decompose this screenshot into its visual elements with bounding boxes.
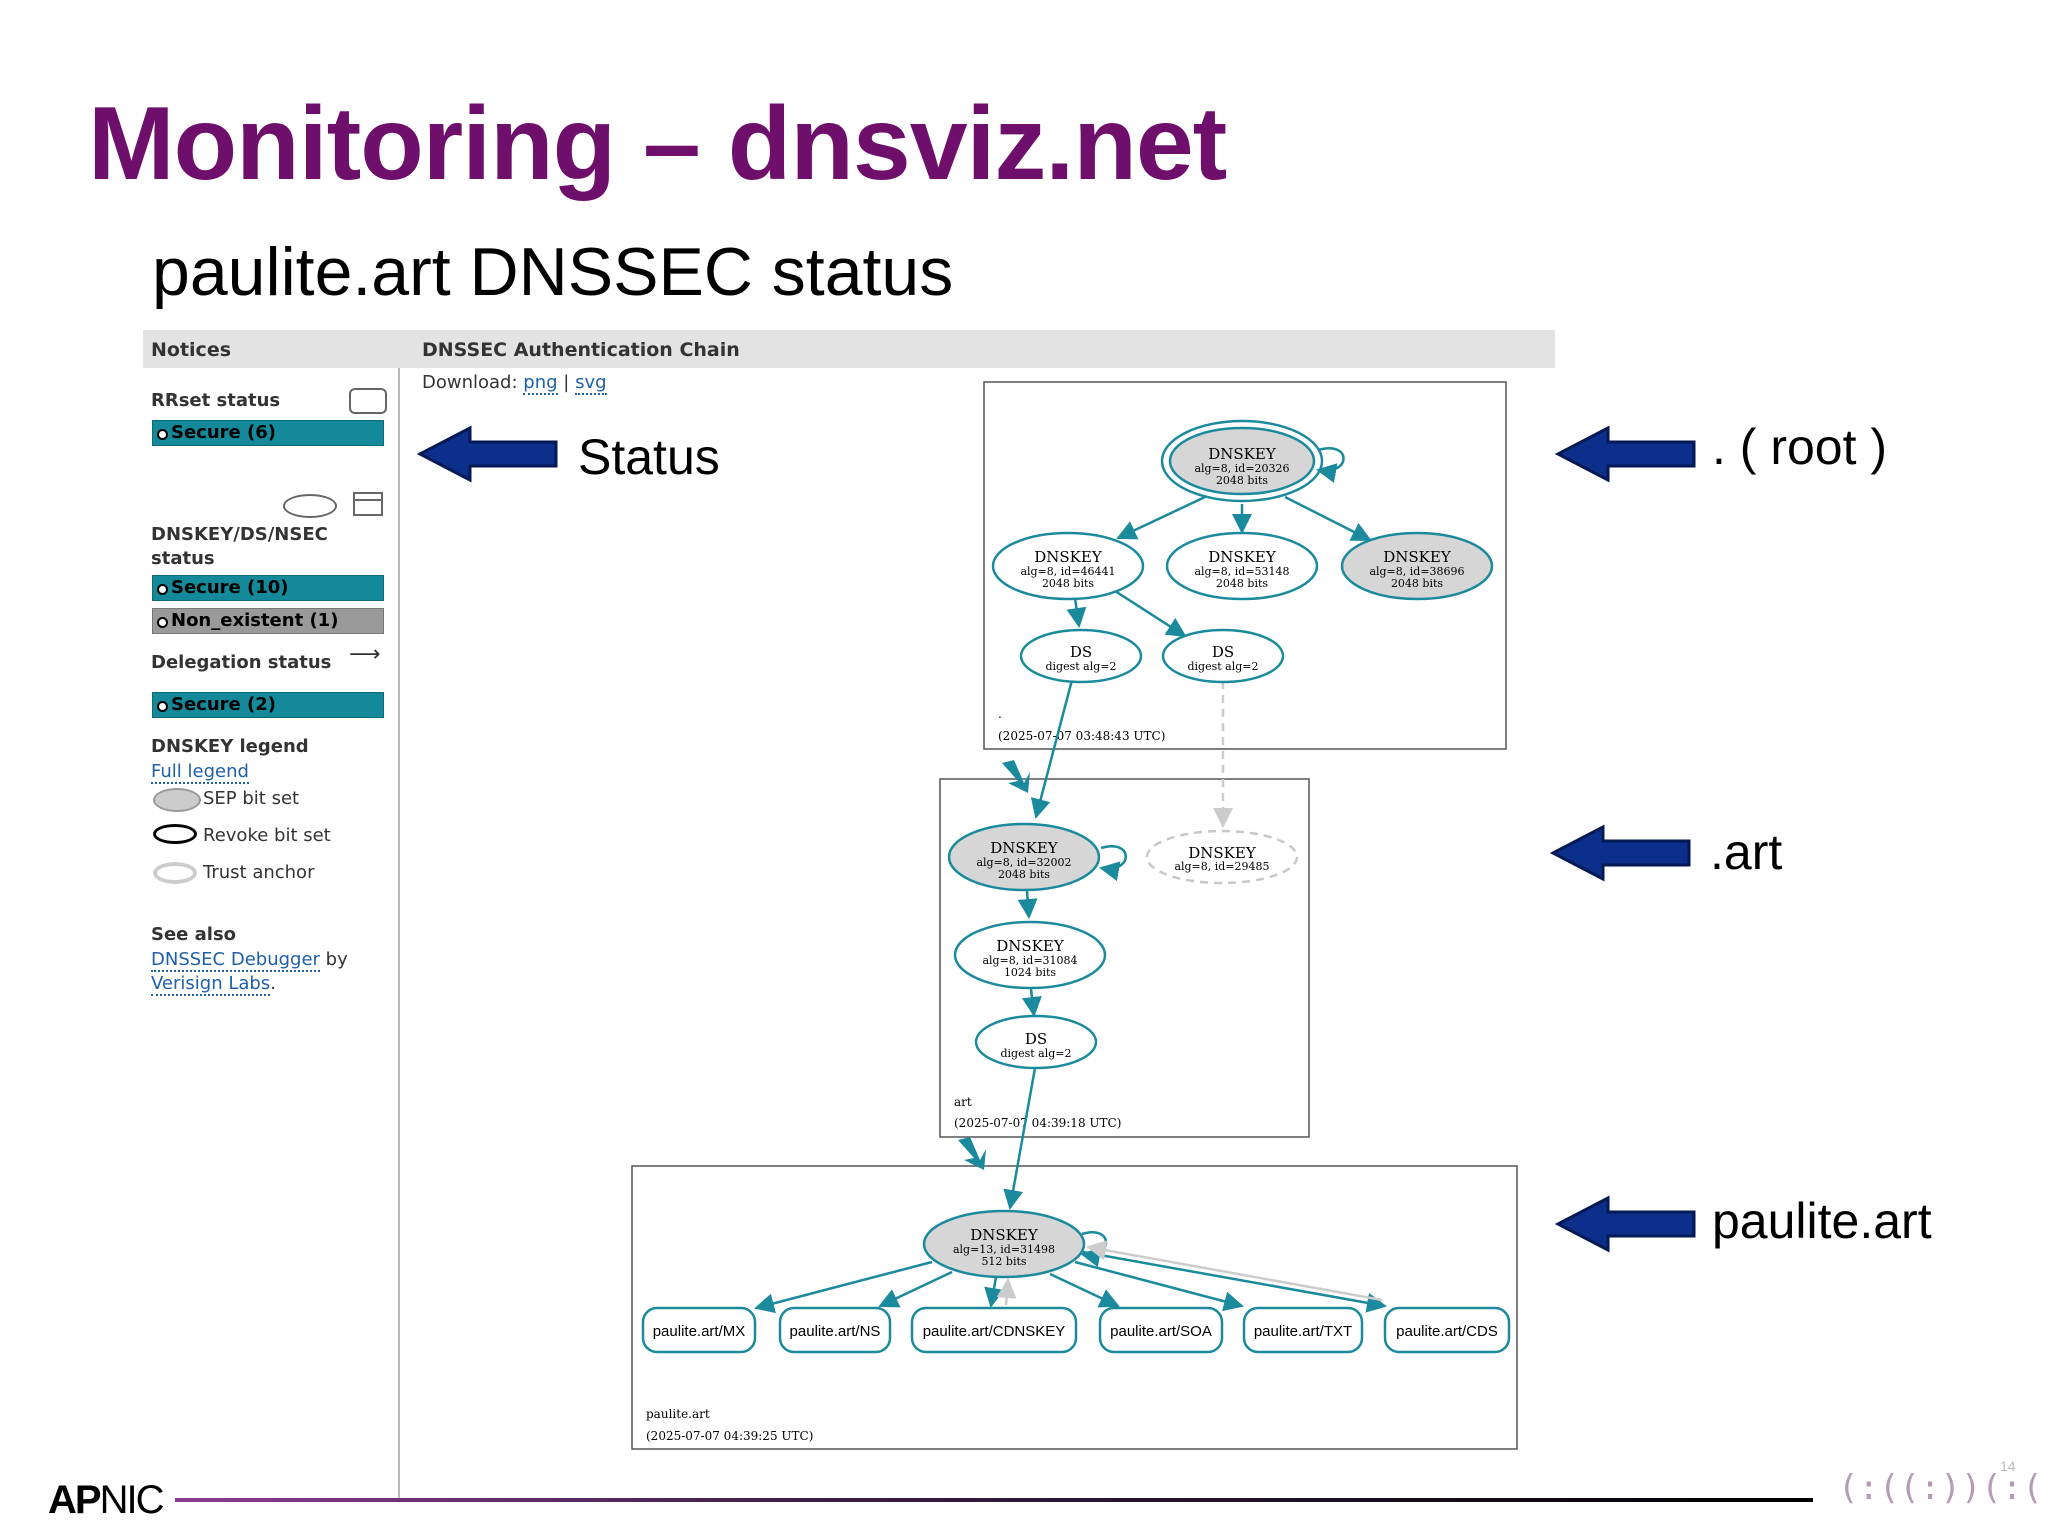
notices-header: Notices [151, 339, 232, 361]
dnssec-debugger-link[interactable]: DNSSEC Debugger [151, 949, 320, 972]
slide-subtitle: paulite.art DNSSEC status [152, 234, 954, 310]
download-svg-link[interactable]: svg [575, 372, 607, 395]
dnskey-nonexistent-badge[interactable]: Non_existent (1) [152, 608, 384, 634]
download-label: Download: [422, 372, 518, 393]
download-row: Download: png | svg [422, 372, 607, 395]
trust-anchor-icon [153, 862, 197, 884]
download-separator: | [563, 372, 570, 393]
dnskey-legend-title: DNSKEY legend [151, 736, 309, 757]
download-png-link[interactable]: png [523, 372, 558, 395]
footer-rule [175, 1498, 1813, 1502]
apnic-logo-rest: NIC [99, 1478, 165, 1522]
full-legend-link[interactable]: Full legend [151, 761, 249, 784]
table-shape-icon [353, 492, 383, 516]
verisign-labs-link[interactable]: Verisign Labs [151, 973, 271, 996]
rrset-shape-icon [349, 388, 387, 414]
delegation-secure-badge[interactable]: Secure (2) [152, 692, 384, 718]
revoke-bit-label: Revoke bit set [203, 825, 331, 846]
slide-title: Monitoring – dnsviz.net [88, 86, 1227, 202]
ellipse-shape-icon [283, 494, 337, 518]
panel-header: Notices DNSSEC Authentication Chain [143, 330, 1555, 368]
dnskey-status-title-1: DNSKEY/DS/NSEC [151, 524, 328, 545]
chain-header: DNSSEC Authentication Chain [422, 339, 740, 361]
see-also-line-2: Verisign Labs. [151, 973, 276, 996]
notices-sidebar: RRset status Secure (6) DNSKEY/DS/NSEC s… [143, 368, 400, 1500]
debugger-by: by [319, 949, 348, 970]
sep-bit-icon [153, 788, 201, 812]
arrow-right-icon: ⟶ [349, 642, 381, 667]
verisign-dot: . [270, 973, 276, 994]
art-annotation: .art [1710, 824, 1783, 880]
paulite-arrow [1554, 1195, 1696, 1253]
paulite-annotation: paulite.art [1712, 1193, 1932, 1249]
rrset-status-title: RRset status [151, 390, 281, 411]
status-annotation: Status [578, 429, 720, 485]
art-arrow [1549, 824, 1691, 882]
rrset-secure-badge[interactable]: Secure (6) [152, 420, 384, 446]
revoke-bit-icon [153, 824, 197, 844]
root-annotation: . ( root ) [1712, 419, 1888, 475]
see-also-line-1: DNSSEC Debugger by [151, 949, 348, 972]
apnic-logo-bold: AP [48, 1478, 102, 1522]
dnsviz-screenshot: Notices DNSSEC Authentication Chain RRse… [143, 330, 1555, 1500]
dnskey-secure-badge[interactable]: Secure (10) [152, 575, 384, 601]
root-arrow [1554, 425, 1696, 483]
page-number: 14 [2000, 1458, 2016, 1474]
apnic-wave-logo: (:((:))(:((:) [1838, 1468, 2048, 1508]
trust-anchor-label: Trust anchor [203, 862, 315, 883]
delegation-status-title: Delegation status [151, 652, 332, 673]
apnic-logo: APNIC [48, 1478, 165, 1523]
dnskey-status-title-2: status [151, 548, 215, 569]
see-also-title: See also [151, 924, 237, 945]
sep-bit-label: SEP bit set [203, 788, 300, 809]
